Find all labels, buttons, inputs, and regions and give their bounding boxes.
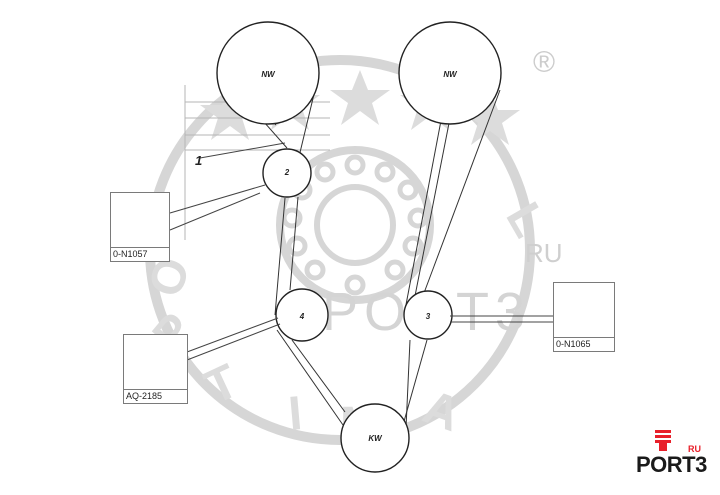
part-leaders bbox=[169, 184, 553, 361]
pulley-4 bbox=[275, 288, 329, 342]
part-card-AQ-2185[interactable]: AQ-2185 bbox=[123, 334, 188, 404]
callout-1-label: 1 bbox=[195, 153, 202, 168]
part-code-0-N1065: 0-N1065 bbox=[554, 337, 614, 351]
watermark-registered-mark: ® bbox=[533, 46, 555, 79]
pulley-3 bbox=[403, 290, 453, 340]
crankshaft-pulley bbox=[340, 403, 410, 473]
logo-ru: RU bbox=[688, 444, 701, 454]
part-card-0-N1065[interactable]: 0-N1065 bbox=[553, 282, 615, 352]
svg-text:T: T bbox=[197, 355, 246, 415]
pulleys bbox=[216, 21, 502, 473]
label-pulley-4: 4 bbox=[299, 312, 305, 321]
watermark-dots bbox=[281, 154, 429, 296]
label-nw-left: NW bbox=[261, 70, 276, 79]
piston-icon bbox=[655, 430, 671, 451]
watermark-core-ring bbox=[314, 184, 396, 266]
camshaft-pulley-right bbox=[398, 21, 502, 125]
svg-text:A: A bbox=[416, 381, 467, 443]
label-kw: KW bbox=[368, 434, 383, 443]
callout-1-leader bbox=[199, 142, 286, 159]
logo-port3: PORT3 bbox=[636, 452, 707, 477]
watermark-ru: RU bbox=[525, 238, 563, 268]
part-code-0-N1057: 0-N1057 bbox=[111, 247, 169, 261]
watermark-inner-ring bbox=[276, 146, 434, 304]
idler-pulley-2 bbox=[262, 148, 312, 198]
label-pulley-2: 2 bbox=[284, 168, 290, 177]
part-card-0-N1057[interactable]: 0-N1057 bbox=[110, 192, 170, 262]
part-code-AQ-2185: AQ-2185 bbox=[124, 389, 187, 403]
camshaft-pulley-left bbox=[216, 21, 320, 125]
port3-logo: RU PORT3 bbox=[636, 428, 716, 480]
svg-text:I: I bbox=[286, 387, 304, 441]
label-pulley-3: 3 bbox=[426, 312, 431, 321]
label-nw-right: NW bbox=[443, 70, 458, 79]
